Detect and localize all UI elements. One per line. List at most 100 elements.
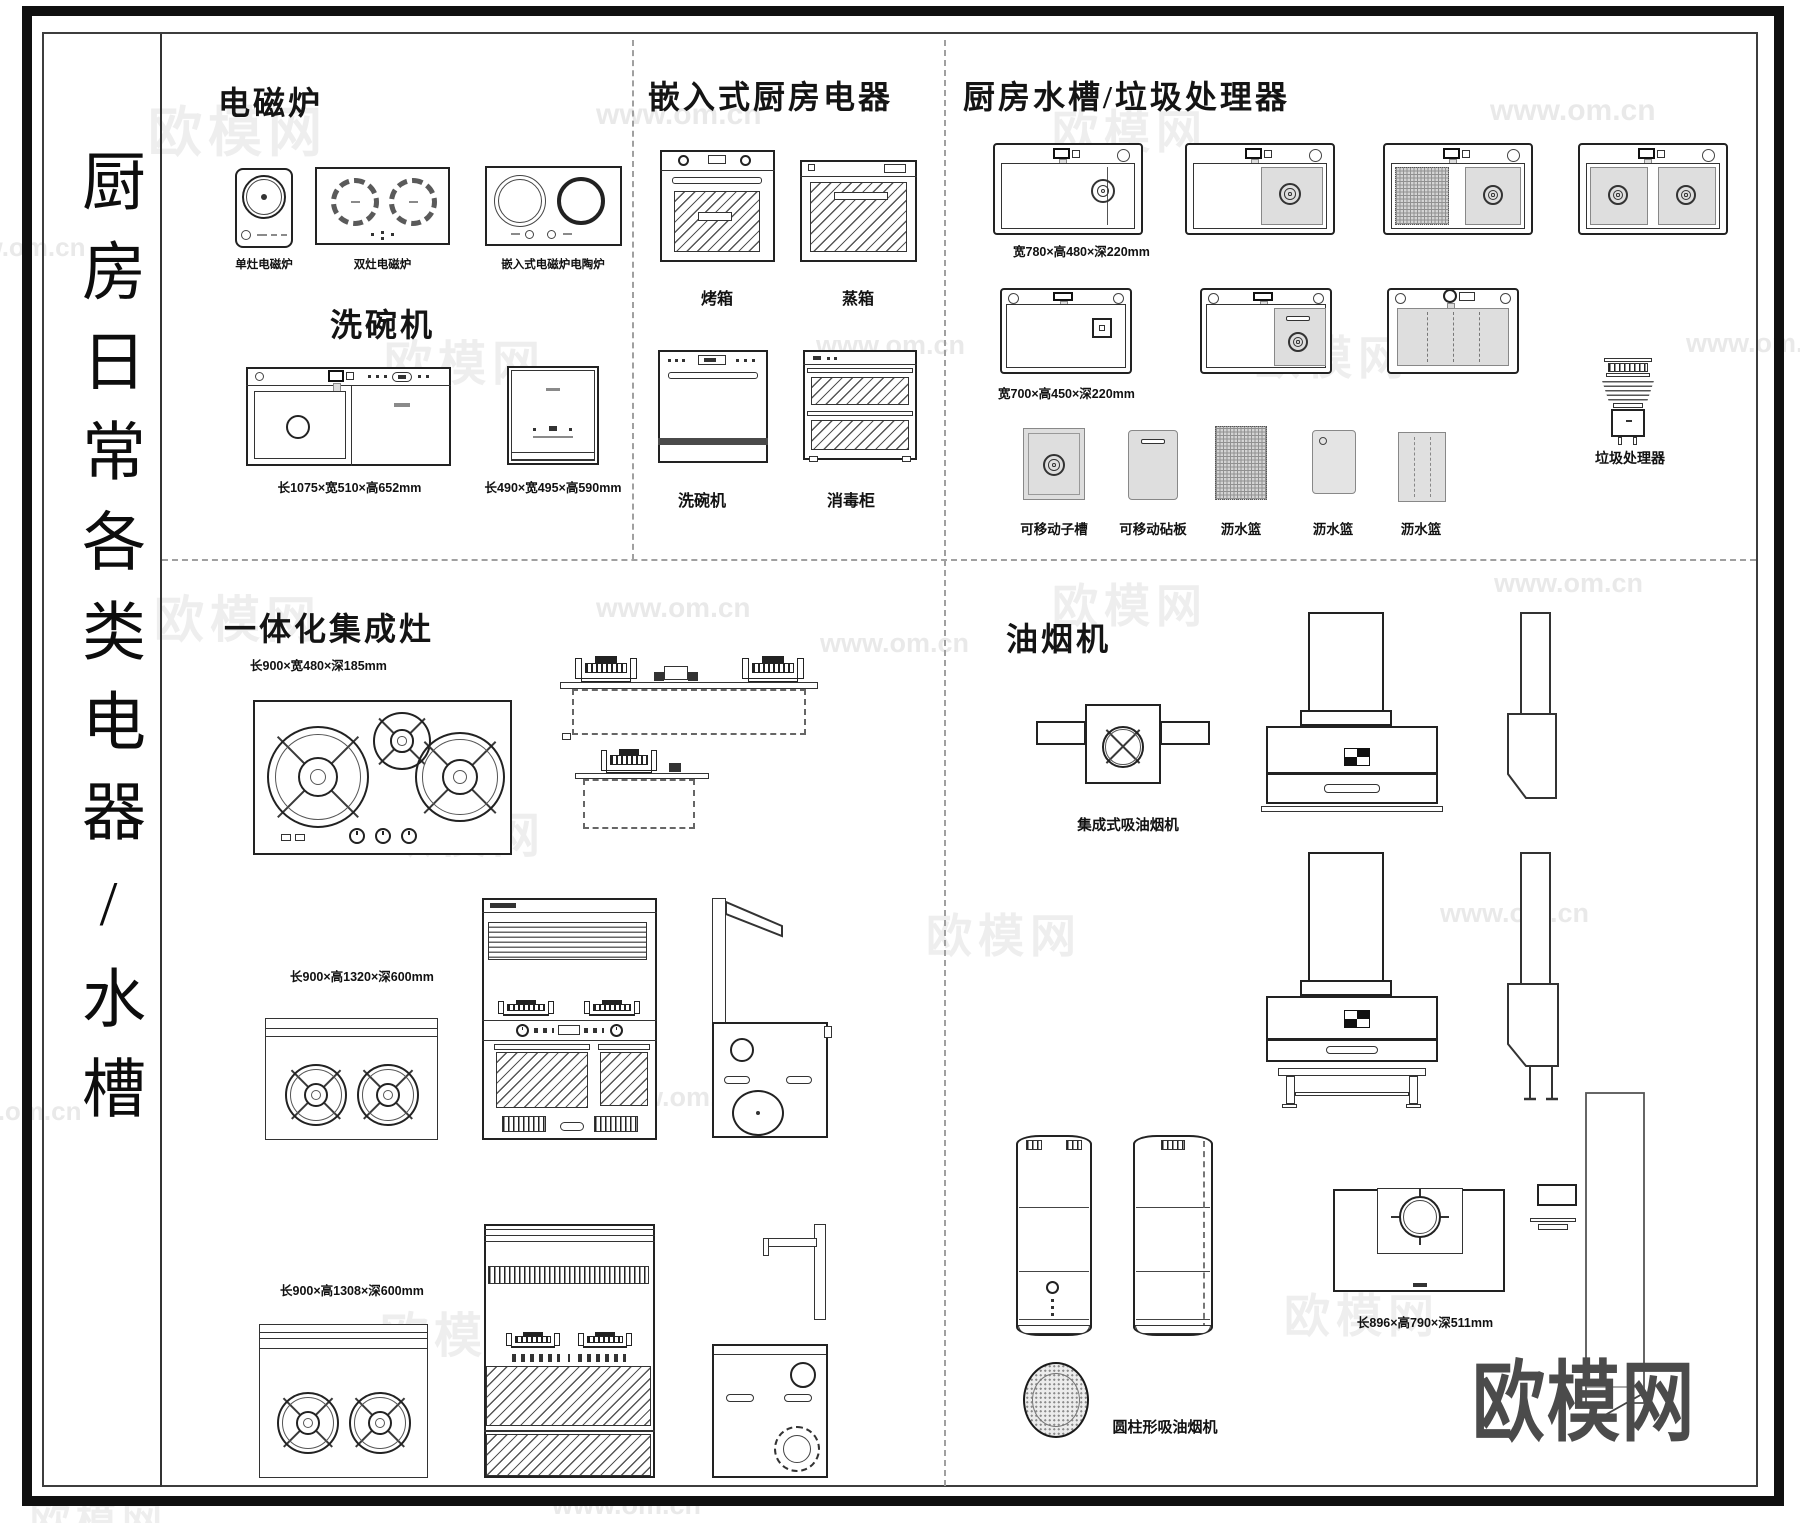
glass-badge (698, 212, 732, 221)
door-glass (486, 1366, 651, 1426)
watermark: 欧模网 (926, 910, 1082, 962)
handle-slot (1326, 1046, 1378, 1054)
t-hood-front-view (1261, 612, 1443, 814)
movable-sub-sink-drawing (1023, 428, 1085, 500)
board-slot (1286, 316, 1310, 321)
brand-mark (394, 403, 410, 407)
bottom-vent (594, 1116, 638, 1132)
mount-hole (1008, 293, 1019, 304)
inner-frame (511, 370, 595, 461)
edge-line (259, 1332, 428, 1333)
watermark: 欧模网 (1284, 1290, 1440, 1342)
disinfection-cabinet-drawing (803, 350, 917, 462)
label-steamer: 蒸箱 (841, 291, 874, 308)
control-badge (295, 834, 305, 841)
mount-hole (255, 372, 264, 381)
board-slot (1141, 439, 1165, 444)
top-vent (1161, 1140, 1185, 1150)
faucet-base (1245, 148, 1262, 159)
brand-mark (546, 388, 560, 391)
basket-dash-line (1430, 437, 1431, 497)
control-dot (1051, 1299, 1054, 1302)
bench-leg (1286, 1076, 1295, 1104)
drain (1279, 183, 1301, 205)
cylindrical-hood-side-view (1133, 1135, 1213, 1336)
bench-shelf (1295, 1092, 1409, 1096)
sink-drawing (1387, 288, 1519, 374)
section-title-builtin: 嵌入式厨房电器 (648, 79, 894, 115)
mount-hole (1113, 293, 1124, 304)
t-hood-front-view (1266, 852, 1438, 1108)
faucet-base (1443, 148, 1460, 159)
sink-basin (254, 391, 346, 459)
control-dot (533, 428, 536, 431)
body (712, 1344, 828, 1478)
door-glass (674, 191, 760, 252)
sub-sink-inner (1028, 433, 1080, 495)
stove1-top-view (265, 1018, 438, 1140)
leg (1618, 437, 1622, 445)
drain-basket-drawing (1398, 432, 1446, 502)
control-buttons (578, 1354, 626, 1362)
label-cutting-board: 可移动砧板 (1119, 522, 1187, 537)
sink-drawing (1200, 288, 1332, 374)
knob (730, 1038, 754, 1062)
oven-knob (740, 155, 751, 166)
edge-line (484, 1235, 655, 1236)
divider-dashed-vertical-1 (632, 40, 634, 560)
top-vent (1066, 1140, 1082, 1150)
oven-display (708, 155, 726, 164)
body (712, 1022, 832, 1138)
divider-dashed-vertical-2 (944, 40, 946, 1486)
control-knob (349, 828, 365, 844)
drain (1288, 332, 1308, 352)
double-induction-cooker-drawing (315, 167, 450, 245)
stove1-front-view (482, 898, 657, 1140)
hood-shell (1016, 1135, 1092, 1336)
control-dial (525, 230, 534, 239)
control-dot (368, 375, 371, 378)
steamer-display (884, 164, 906, 173)
burner-profile (742, 656, 804, 682)
display (558, 1025, 580, 1035)
neck (1613, 403, 1643, 408)
control-mark (563, 233, 572, 235)
control-dot (675, 359, 678, 362)
base-strip (658, 438, 768, 445)
side-tab (824, 1026, 832, 1038)
door-dot (756, 1111, 760, 1115)
cylindrical-hood-front-view (1016, 1135, 1092, 1336)
drain-hole (286, 415, 310, 439)
wall-hood-top-view (1333, 1188, 1505, 1292)
label-builtin-dishwasher: 洗碗机 (677, 493, 726, 510)
basket-body (1398, 432, 1446, 502)
control-knob (375, 828, 391, 844)
integrated-hood-top-view (1036, 700, 1210, 784)
faucet-base (1638, 148, 1655, 159)
mount-hole (1500, 293, 1511, 304)
dim-compact-dishwasher: 长490×宽495×高590mm (484, 481, 622, 495)
drain (1608, 185, 1628, 205)
duct-stub (763, 1238, 769, 1256)
body-divider (1266, 772, 1438, 775)
chimney-collar (1300, 710, 1392, 726)
burner-mark (409, 201, 418, 203)
faucet-handle (1072, 150, 1080, 158)
drain-basket-drawing (1215, 426, 1267, 500)
gas-burner (267, 726, 369, 828)
sink-drawing (1000, 288, 1132, 374)
control-mark (257, 234, 267, 236)
dim-stove-2: 长900×高1308×深600mm (280, 1284, 424, 1298)
bench-leg (1409, 1076, 1418, 1104)
builtin-dishwasher-drawing (658, 350, 768, 463)
flange (1604, 358, 1652, 362)
control-dot (827, 357, 830, 360)
label-garbage-disposal: 垃圾处理器 (1595, 450, 1665, 466)
control-dot (391, 233, 394, 236)
mount-hole (1395, 293, 1406, 304)
oven-door-glass (496, 1052, 588, 1108)
panel-line (803, 364, 917, 365)
dim-sink-row1: 宽780×高480×深220mm (1013, 245, 1150, 259)
door-glass (486, 1434, 651, 1476)
